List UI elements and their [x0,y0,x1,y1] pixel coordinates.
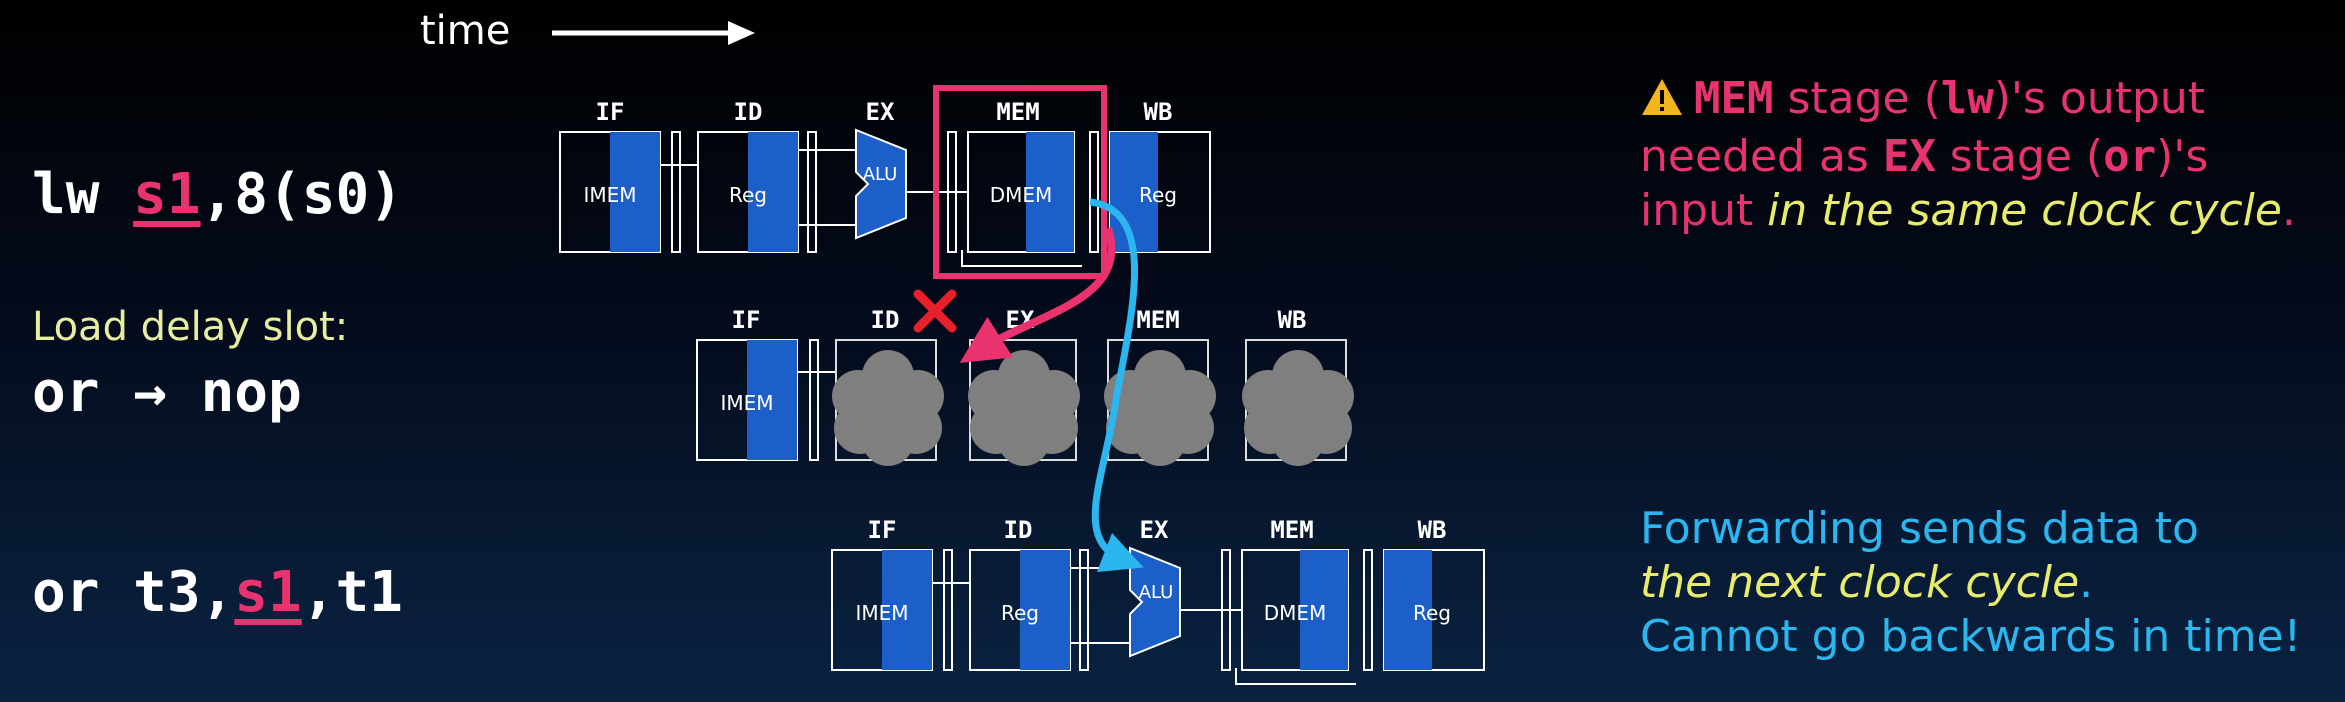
stage-label-wb: WB [1144,98,1173,126]
note-text: )'s [2156,131,2209,182]
note-line: Cannot go backwards in time! [1640,611,2302,662]
instr-lw-operands: ,8(s0) [200,162,403,227]
imem-label: IMEM [720,391,773,415]
alu-label: ALU [1139,582,1174,603]
mem-stage-highlight [933,85,1107,279]
stage-label-ex: EX [1140,516,1169,544]
pipeline-row-nop: IF ID EX MEM WB IMEM [696,306,1354,466]
pipeline-register [671,131,681,253]
note-mem-ex-conflict: MEM stage (lw)'s output needed as EX sta… [1640,72,2296,238]
note-line: MEM stage (lw)'s output [1640,72,2296,130]
note-text: input [1640,185,1768,236]
stage-label-mem: MEM [1136,306,1179,334]
mem-keyword: MEM [1694,73,1774,124]
note-text: needed as [1640,131,1883,182]
reg-label: Reg [729,183,767,207]
pipeline-register [943,549,953,671]
imem-fill [882,550,932,670]
wb-reg-fill [1110,132,1158,252]
stage-label-if: IF [596,98,625,126]
stage-label-id: ID [1004,516,1033,544]
wb-reg-fill [1384,550,1432,670]
time-label: time [420,8,511,54]
dmem-label: DMEM [990,183,1053,207]
stall-bubble [968,350,1080,466]
imem-fill [610,132,660,252]
imem-label: IMEM [583,183,636,207]
note-text: . [2281,185,2296,236]
pipeline-register [1079,549,1089,671]
reg-fill [1020,550,1070,670]
lw-keyword: lw [1940,73,1994,124]
stage-label-wb: WB [1418,516,1447,544]
pipeline-row-or: IF ID EX MEM WB IMEM Reg ALU DMEM Reg [831,516,1485,685]
pipeline-register [1363,549,1373,671]
imem-fill [747,340,797,460]
instr-lw-opcode: lw [32,162,134,227]
blocked-x-icon [913,289,957,333]
instruction-lw: lw s1,8(s0) [32,162,403,227]
stage-label-mem: MEM [1270,516,1313,544]
warning-icon [1640,76,1684,130]
instruction-or-nop: or → nop [32,360,302,425]
wb-reg-label: Reg [1139,183,1177,207]
alu-label: ALU [863,164,898,185]
instr-lw-dest-reg: s1 [133,162,201,227]
load-delay-slot-label: Load delay slot: [32,304,349,350]
imem-label: IMEM [855,601,908,625]
stage-label-if: IF [732,306,761,334]
pipeline-register [807,131,817,253]
note-line: input in the same clock cycle. [1640,184,2296,238]
note-text: stage ( [1935,131,2104,182]
note-forwarding: Forwarding sends data to the next clock … [1640,502,2301,664]
dmem-fill [1026,132,1074,252]
note-line: the next clock cycle. [1640,556,2301,610]
stage-label-mem: MEM [996,98,1039,126]
note-line: Forwarding sends data to [1640,503,2199,554]
stage-label-wb: WB [1278,306,1307,334]
stage-label-if: IF [868,516,897,544]
note-text: . [2079,557,2094,608]
reg-label: Reg [1001,601,1039,625]
instruction-or: or t3,s1,t1 [32,560,403,625]
dmem-fill [1300,550,1348,670]
alu-block [855,128,907,240]
instr-or-opcode: or t3, [32,560,235,625]
forward-arrow [1089,198,1144,573]
ex-keyword: EX [1882,131,1936,182]
stall-bubble [1242,350,1354,466]
invalid-forward-arrow [959,226,1116,363]
instr-or-operands: ,t1 [301,560,403,625]
note-line: needed as EX stage (or)'s [1640,130,2296,184]
wb-reg-label: Reg [1413,601,1451,625]
or-keyword: or [2103,131,2157,182]
note-emphasis: the next clock cycle [1640,557,2080,608]
pipeline-register [1089,131,1099,253]
pipeline-register [809,339,819,461]
stage-label-ex: EX [866,98,895,126]
stage-label-id: ID [734,98,763,126]
note-text: )'s output [1993,73,2206,124]
note-text: stage ( [1773,73,1941,124]
reg-fill [748,132,798,252]
pipeline-row-lw: IF ID EX MEM WB IMEM Reg ALU DMEM Reg [559,85,1211,279]
stage-label-id: ID [871,306,900,334]
alu-block [1129,546,1181,658]
stall-bubble [832,350,944,466]
note-emphasis: in the same clock cycle [1767,185,2282,236]
dmem-label: DMEM [1264,601,1327,625]
instr-or-src-reg: s1 [234,560,302,625]
time-arrow [552,21,755,45]
